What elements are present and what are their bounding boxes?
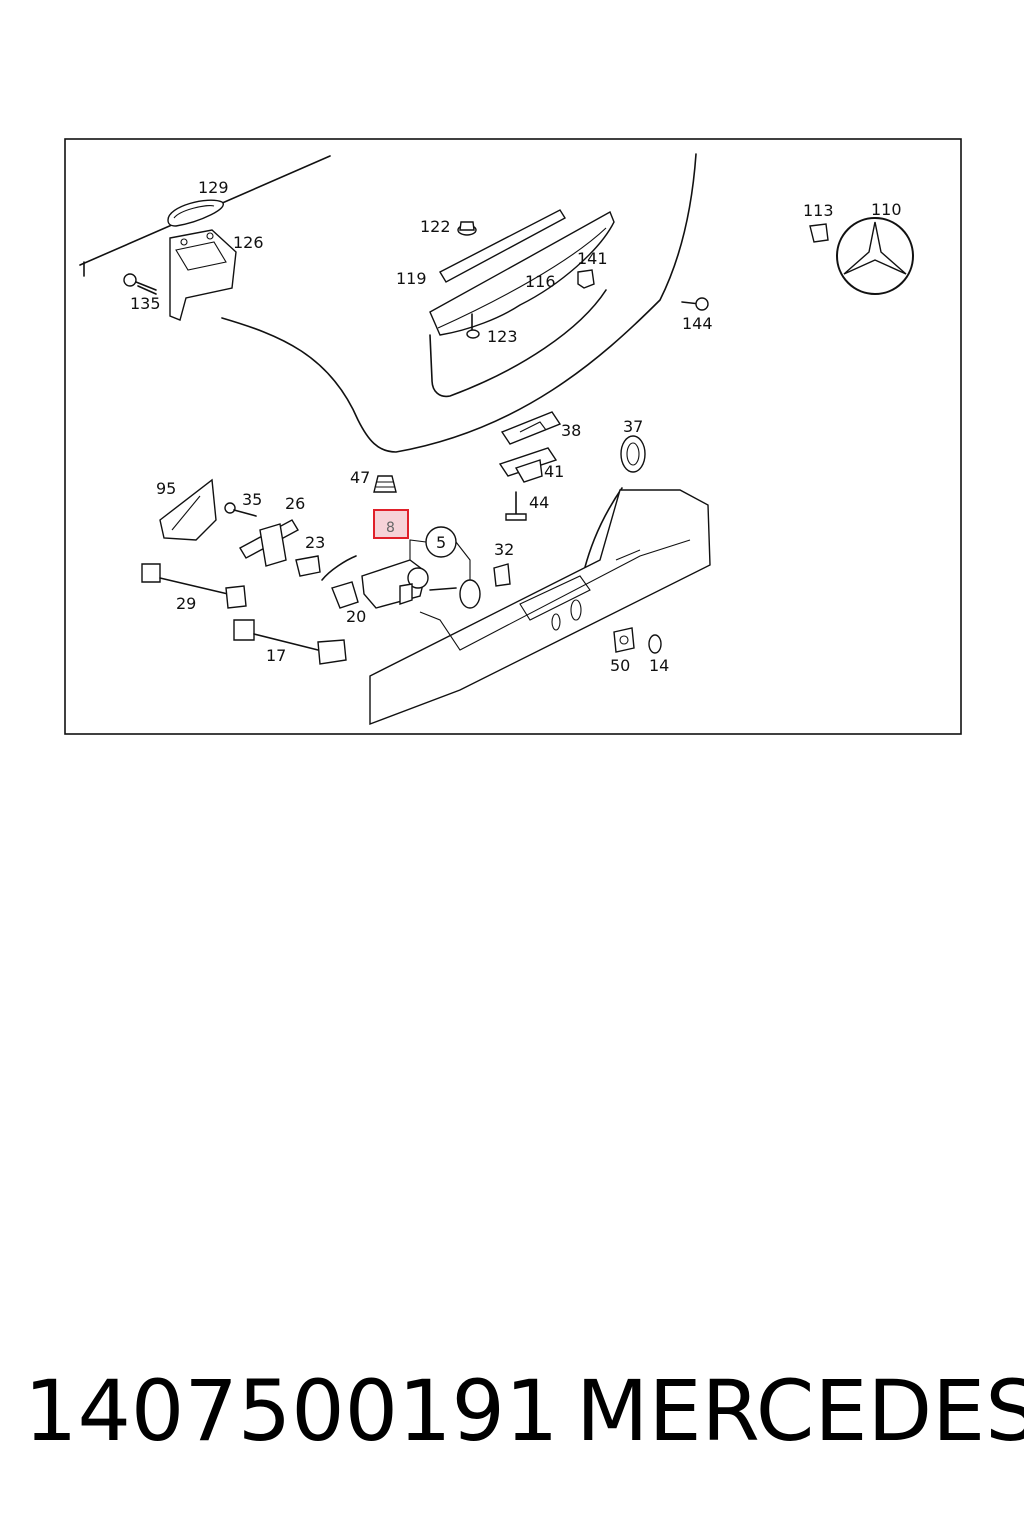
parts-diagram: 129 126 135 122 119 116 141 123 113 110 … xyxy=(64,138,962,735)
callout-113: 113 xyxy=(803,201,834,220)
callout-44: 44 xyxy=(529,493,549,512)
part-8-lock-cylinder xyxy=(361,559,429,609)
callout-129: 129 xyxy=(198,178,229,197)
callout-5: 5 xyxy=(436,533,446,552)
part-26-switch xyxy=(239,519,299,567)
part-35-screw xyxy=(224,502,257,517)
trim-panel xyxy=(369,489,711,726)
part-122-nut xyxy=(457,221,477,236)
callout-26: 26 xyxy=(285,494,305,513)
callout-17: 17 xyxy=(266,646,286,665)
handle-strip xyxy=(429,209,615,398)
callout-37: 37 xyxy=(623,417,643,436)
callout-47: 47 xyxy=(350,468,370,487)
diagram-frame xyxy=(64,138,962,735)
callout-123: 123 xyxy=(487,327,518,346)
part-50-plate xyxy=(613,627,635,653)
callout-41: 41 xyxy=(544,462,564,481)
part-8-key xyxy=(429,579,481,609)
callout-38: 38 xyxy=(561,421,581,440)
callout-126: 126 xyxy=(233,233,264,252)
part-110-emblem xyxy=(836,217,914,295)
callout-122: 122 xyxy=(420,217,451,236)
part-23-clip xyxy=(295,555,321,577)
callout-50: 50 xyxy=(610,656,630,675)
callout-116: 116 xyxy=(525,272,556,291)
part-41-bracket xyxy=(498,447,558,483)
part-144-screw xyxy=(681,297,709,311)
part-141-clip xyxy=(577,269,595,289)
part-126-housing xyxy=(169,229,237,321)
callout-110: 110 xyxy=(871,200,902,219)
callout-8: 8 xyxy=(386,520,395,536)
part-17-cable xyxy=(233,619,347,665)
part-135-screw xyxy=(123,273,157,295)
callout-20: 20 xyxy=(346,607,366,626)
part-113-clip xyxy=(809,223,829,243)
callout-5-leaders xyxy=(409,539,471,580)
callout-8-highlight xyxy=(373,509,409,539)
callout-144: 144 xyxy=(682,314,713,333)
callout-135: 135 xyxy=(130,294,161,313)
callout-35: 35 xyxy=(242,490,262,509)
part-44-bolt xyxy=(505,491,527,521)
callout-95: 95 xyxy=(156,479,176,498)
part-29-cable xyxy=(141,563,247,609)
callout-14: 14 xyxy=(649,656,669,675)
part-129-gasket xyxy=(167,199,225,227)
part-95-bracket xyxy=(159,478,217,541)
callout-labels: 129 126 135 122 119 116 141 123 113 110 … xyxy=(130,178,902,675)
part-20-actuator xyxy=(321,555,359,609)
brand-name: MERCEDES xyxy=(576,1362,1024,1460)
callout-29: 29 xyxy=(176,594,196,613)
part-number: 1407500191 xyxy=(24,1362,559,1460)
callout-23: 23 xyxy=(305,533,325,552)
part-14-washer xyxy=(648,634,662,654)
bottom-caption: 1407500191 MERCEDES xyxy=(0,1362,1024,1472)
callout-141: 141 xyxy=(577,249,608,268)
callout-32: 32 xyxy=(494,540,514,559)
part-38-plate xyxy=(500,411,562,445)
callout-119: 119 xyxy=(396,269,427,288)
part-47-grommet xyxy=(373,475,397,493)
part-32-clip xyxy=(493,563,511,587)
part-37-seal xyxy=(620,435,646,473)
part-123-screw xyxy=(466,313,480,339)
